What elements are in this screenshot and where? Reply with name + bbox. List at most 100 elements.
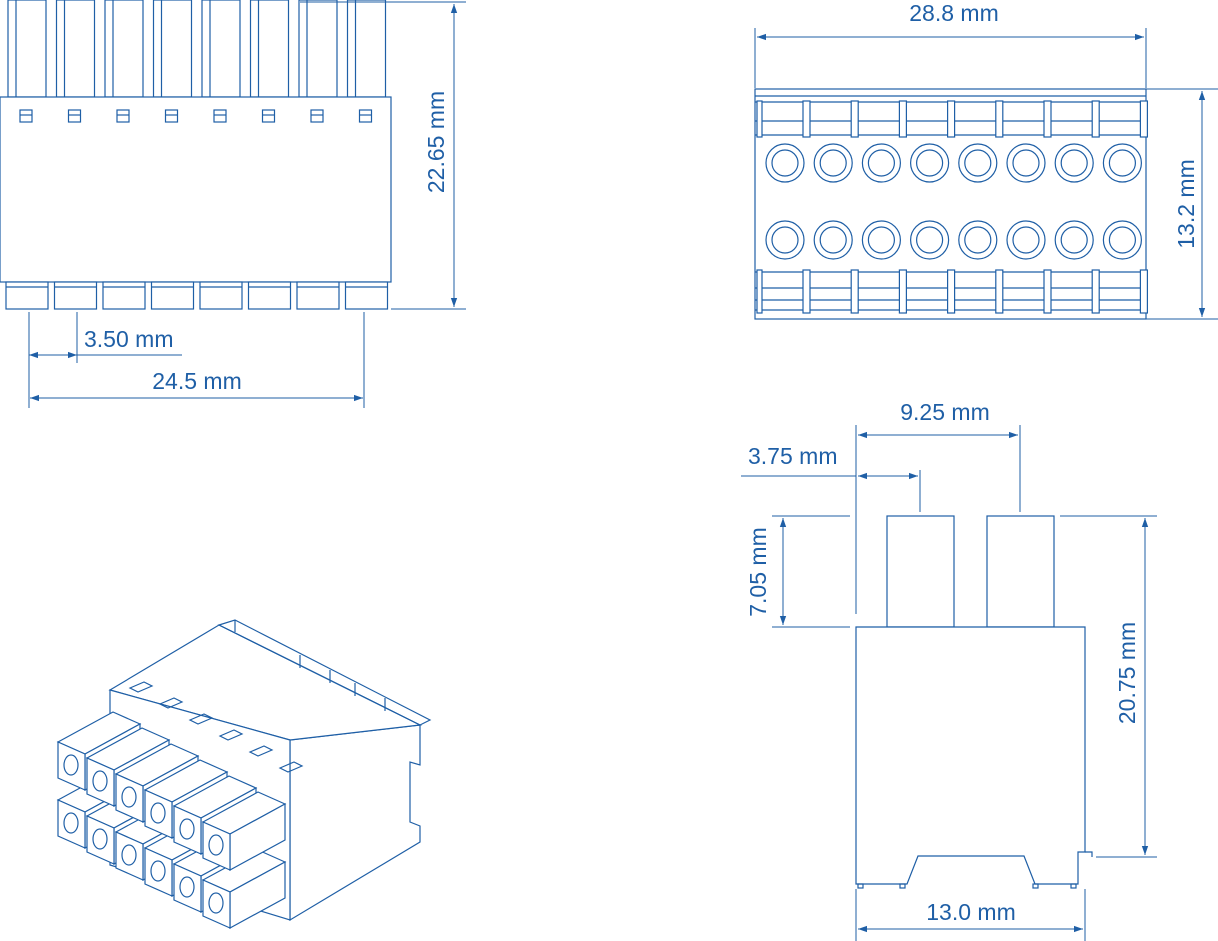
front-view: 22.65 mm 3.50 mm 24.5 mm [0, 0, 466, 408]
top-wire-holes [765, 143, 1143, 260]
side-offset-short-label: 3.75 mm [748, 443, 837, 469]
isometric-latch-slots [128, 681, 304, 773]
socket-hole [179, 876, 195, 898]
hole-inner [819, 226, 847, 254]
isometric-pin-sockets [56, 711, 287, 930]
socket-hole [208, 834, 224, 856]
front-width-dimension: 24.5 mm [30, 312, 365, 408]
socket-hole [208, 892, 224, 914]
socket-hole [63, 754, 79, 776]
rib-top [946, 100, 956, 138]
rib-top [1043, 100, 1052, 138]
latch-window [261, 109, 276, 123]
side-offset-short-dimension: 3.75 mm [741, 443, 921, 512]
hole-inner [1060, 226, 1088, 254]
wire [346, 0, 387, 98]
wire [249, 0, 290, 98]
latch-window [213, 109, 227, 123]
rib-bottom [1091, 269, 1100, 314]
front-body [0, 96, 392, 283]
side-offset-long-dimension: 9.25 mm [855, 399, 1021, 614]
front-height-dimension: 22.65 mm [300, 1, 466, 310]
latch-window [67, 109, 82, 123]
rib-top [898, 100, 908, 138]
latch-window [358, 109, 373, 123]
hole-inner [964, 149, 992, 177]
rib-bottom [1139, 269, 1149, 314]
pin-pitch-label: 3.50 mm [84, 326, 173, 352]
latch-slot [248, 745, 274, 757]
pin-pitch-dimension: 3.50 mm [28, 312, 182, 408]
side-body-height-dimension: 20.75 mm [1060, 515, 1157, 858]
hole-inner [1108, 226, 1137, 254]
pin-socket [247, 281, 292, 310]
wire [152, 0, 193, 98]
socket-hole [150, 802, 166, 824]
side-pin-height-dimension: 7.05 mm [745, 515, 850, 628]
hole-inner [867, 226, 896, 254]
wire [7, 0, 47, 98]
side-pin-right [986, 515, 1055, 628]
front-latch-windows [19, 109, 373, 123]
side-width-label: 13.0 mm [926, 899, 1015, 925]
front-pin-sockets [5, 281, 389, 310]
rib-top [850, 100, 859, 138]
latch-window [164, 109, 179, 123]
wire [201, 0, 241, 98]
side-body-height-label: 20.75 mm [1114, 622, 1140, 724]
isometric-view [56, 619, 432, 930]
hole-inner [1012, 149, 1040, 177]
iso-socket [201, 791, 287, 872]
hole-inner [915, 226, 944, 254]
rib-bottom [802, 269, 811, 314]
hole-inner [915, 149, 944, 177]
side-width-dimension: 13.0 mm [855, 889, 1086, 941]
side-pin-height-label: 7.05 mm [745, 527, 771, 616]
top-ribs [756, 100, 1149, 314]
front-height-label: 22.65 mm [423, 91, 449, 193]
side-view: 9.25 mm 3.75 mm 7.05 mm 20.75 mm 13.0 mm [741, 399, 1157, 941]
rib-top [1139, 100, 1149, 138]
socket-hole [150, 860, 166, 882]
top-width-dimension: 28.8 mm [754, 0, 1147, 88]
rib-bottom [1043, 269, 1052, 314]
wire [55, 0, 96, 98]
front-wires [7, 0, 387, 98]
side-offset-long-label: 9.25 mm [900, 399, 989, 425]
top-depth-dimension: 13.2 mm [1146, 88, 1218, 320]
latch-slot [158, 697, 184, 709]
rib-top [1091, 100, 1100, 138]
socket-hole [92, 770, 108, 792]
pin-socket [5, 281, 49, 310]
top-depth-label: 13.2 mm [1173, 159, 1199, 248]
hole-inner [964, 226, 992, 254]
wire [104, 0, 144, 98]
hole-inner [1012, 226, 1040, 254]
pin-socket [150, 281, 195, 310]
hole-inner [771, 149, 799, 177]
top-width-label: 28.8 mm [909, 0, 998, 26]
socket-hole [92, 828, 108, 850]
rib-bottom [946, 269, 956, 314]
side-body [855, 626, 1086, 885]
latch-window [116, 109, 130, 123]
hole-inner [819, 149, 847, 177]
socket-hole [63, 812, 79, 834]
hole-inner [867, 149, 896, 177]
pin-socket [296, 281, 340, 310]
socket-hole [179, 818, 195, 840]
latch-slot [278, 761, 304, 773]
socket-hole [121, 844, 137, 866]
latch-slot [188, 713, 214, 725]
latch-slot [128, 681, 154, 693]
latch-window [19, 109, 33, 123]
top-view: 28.8 mm 13.2 mm [754, 0, 1218, 320]
hole-inner [1108, 149, 1137, 177]
rib-top [802, 100, 811, 138]
side-pin-left [886, 515, 955, 628]
latch-window [310, 109, 324, 123]
pin-socket [102, 281, 146, 310]
rib-bottom [898, 269, 908, 314]
rib-edge [756, 100, 763, 138]
